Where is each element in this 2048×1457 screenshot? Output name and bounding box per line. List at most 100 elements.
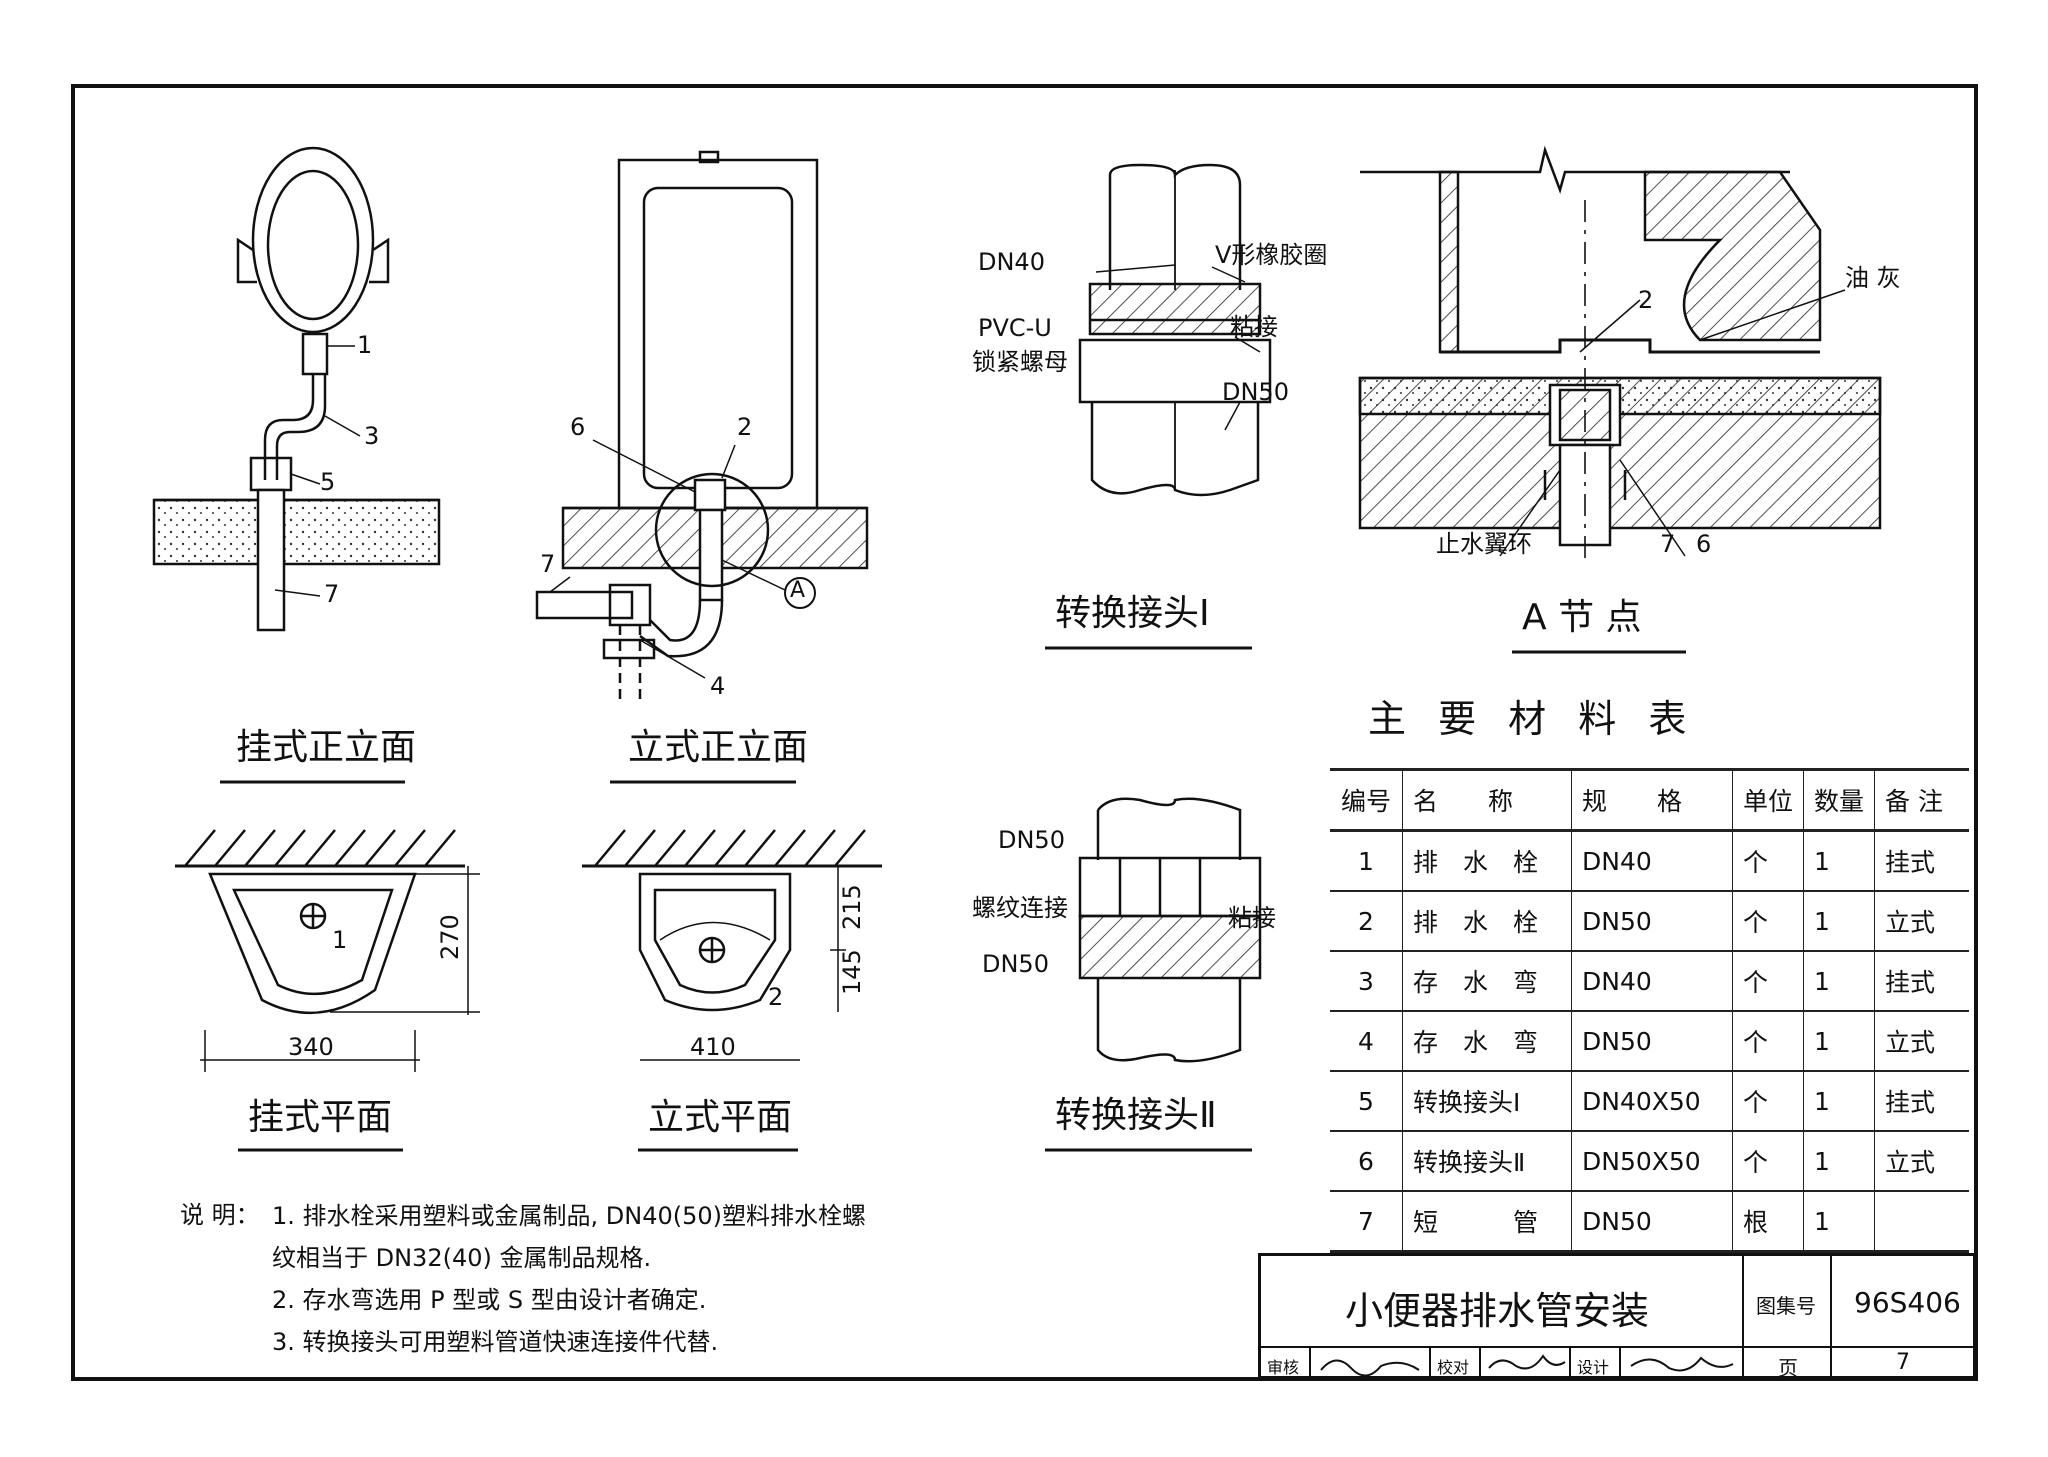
- cell-name: 转换接头Ⅰ: [1402, 1071, 1572, 1132]
- adapter1-v-ring: V形橡胶圈: [1215, 241, 1328, 269]
- callout-1: 1: [357, 331, 373, 359]
- header-qty: 数量: [1803, 768, 1875, 832]
- cell-remark: [1874, 1191, 1970, 1253]
- table-row: 5 转换接头Ⅰ DN40X50 个 1 挂式: [1330, 1071, 1970, 1132]
- callout-7b: 7: [540, 550, 556, 578]
- drawing-title: 小便器排水管安装: [1345, 1289, 1650, 1333]
- cell-no: 5: [1330, 1071, 1403, 1132]
- cell-spec: DN50X50: [1571, 1131, 1733, 1192]
- callout-6: 6: [570, 413, 586, 441]
- adapter2-dn50-top: DN50: [998, 826, 1065, 854]
- cell-qty: 1: [1803, 1191, 1875, 1253]
- floor-plan-title: 立式平面: [648, 1097, 793, 1138]
- title-cell: 小便器排水管安装: [1261, 1256, 1744, 1348]
- drawing-frame: [71, 84, 1978, 1381]
- dim-340: 340: [288, 1033, 334, 1061]
- cell-no: 7: [1330, 1191, 1403, 1253]
- cell-name: 转换接头Ⅱ: [1402, 1131, 1572, 1192]
- cell-spec: DN40: [1571, 951, 1733, 1012]
- cell-unit: 个: [1731, 830, 1804, 892]
- table-row: 6 转换接头Ⅱ DN50X50 个 1 立式: [1330, 1131, 1970, 1192]
- table-row: 4 存 水 弯 DN50 个 1 立式: [1330, 1011, 1970, 1072]
- cell-remark: 挂式: [1874, 830, 1970, 892]
- cell-name: 排 水 栓: [1402, 891, 1572, 952]
- header-no: 编号: [1330, 768, 1403, 832]
- table-row: 2 排 水 栓 DN50 个 1 立式: [1330, 891, 1970, 952]
- cell-name: 短 管: [1402, 1191, 1572, 1253]
- note-item: 2. 存水弯选用 P 型或 S 型由设计者确定.: [272, 1286, 707, 1314]
- floor-elevation-title: 立式正立面: [628, 727, 809, 768]
- cell-remark: 立式: [1874, 1131, 1970, 1192]
- node-a-drawing: [1358, 145, 1882, 560]
- adapter1-dn50: DN50: [1222, 378, 1289, 406]
- node-a-putty: 油 灰: [1845, 264, 1901, 292]
- cell-spec: DN40: [1571, 830, 1733, 892]
- adapter2-dn50-bottom: DN50: [982, 950, 1049, 978]
- atlas-no-cell: 96S406: [1832, 1256, 1973, 1348]
- design-cell: 设计: [1571, 1348, 1621, 1379]
- adapter1-lock-nut: 锁紧螺母: [972, 348, 1068, 376]
- header-spec: 规 格: [1571, 768, 1733, 832]
- adapter2-thread: 螺纹连接: [972, 894, 1068, 922]
- callout-a: A: [790, 578, 806, 603]
- cell-qty: 1: [1803, 830, 1875, 892]
- check-signature: [1481, 1348, 1571, 1379]
- title-underlines: [220, 646, 1686, 1152]
- wall-urinal-plan: [175, 829, 480, 1072]
- cell-qty: 1: [1803, 1131, 1875, 1192]
- floor-urinal-plan: [582, 829, 882, 1061]
- notes-label: 说 明：: [180, 1201, 260, 1229]
- adapter-1-title: 转换接头Ⅰ: [1055, 593, 1210, 634]
- note-item: 纹相当于 DN32(40) 金属制品规格.: [272, 1244, 652, 1272]
- cell-unit: 个: [1731, 891, 1804, 952]
- note-item: 3. 转换接头可用塑料管道快速连接件代替.: [272, 1328, 719, 1356]
- cell-spec: DN50: [1571, 1191, 1733, 1253]
- wall-elevation-title: 挂式正立面: [236, 727, 417, 768]
- dim-270: 270: [436, 914, 464, 960]
- leader-lines: [274, 264, 1846, 679]
- material-table-header: 编号 名 称 规 格 单位 数量 备 注: [1330, 768, 1970, 832]
- review-cell: 审核: [1261, 1348, 1311, 1379]
- node-a-callout-2: 2: [1638, 286, 1654, 314]
- cell-name: 存 水 弯: [1402, 1011, 1572, 1072]
- dim-215: 215: [838, 884, 866, 930]
- adapter-1-drawing: [1078, 163, 1272, 497]
- node-a-callout-7: 7: [1660, 530, 1676, 558]
- atlas-label-cell: 图集号: [1744, 1256, 1832, 1348]
- table-row: 1 排 水 栓 DN40 个 1 挂式: [1330, 830, 1970, 892]
- atlas-label: 图集号: [1756, 1294, 1816, 1318]
- cell-spec: DN40X50: [1571, 1071, 1733, 1132]
- review-signature: [1311, 1348, 1431, 1379]
- node-a-title: A 节 点: [1522, 597, 1642, 638]
- cell-qty: 1: [1803, 1011, 1875, 1072]
- cell-qty: 1: [1803, 891, 1875, 952]
- cell-no: 2: [1330, 891, 1403, 952]
- header-unit: 单位: [1731, 768, 1804, 832]
- adapter-2-title: 转换接头Ⅱ: [1055, 1095, 1217, 1136]
- note-item: 1. 排水栓采用塑料或金属制品, DN40(50)塑料排水栓螺: [272, 1202, 867, 1230]
- adapter-2-drawing: [1078, 797, 1262, 1063]
- cell-name: 存 水 弯: [1402, 951, 1572, 1012]
- wall-urinal-elevation: [152, 146, 441, 632]
- cell-no: 4: [1330, 1011, 1403, 1072]
- cell-spec: DN50: [1571, 891, 1733, 952]
- page-label-cell: 页: [1744, 1348, 1832, 1380]
- design-signature-mark: [1630, 1356, 1734, 1372]
- title-block: 小便器排水管安装 图集号 96S406 审核 校对 设计 页 7: [1258, 1253, 1976, 1380]
- check-signature-mark: [1488, 1354, 1566, 1370]
- table-row: 3 存 水 弯 DN40 个 1 挂式: [1330, 951, 1970, 1012]
- atlas-number: 96S406: [1854, 1286, 1961, 1319]
- cell-remark: 立式: [1874, 891, 1970, 952]
- cell-unit: 个: [1731, 951, 1804, 1012]
- check-cell: 校对: [1431, 1348, 1481, 1379]
- cell-unit: 个: [1731, 1131, 1804, 1192]
- cell-name: 排 水 栓: [1402, 830, 1572, 892]
- material-table-caption: 主 要 材 料 表: [1368, 697, 1697, 741]
- callout-a-circle: [784, 577, 816, 609]
- table-row: 7 短 管 DN50 根 1: [1330, 1191, 1970, 1253]
- check-label: 校对: [1437, 1358, 1470, 1377]
- adapter1-pvc: PVC-U: [978, 314, 1052, 342]
- notes-list: 1. 排水栓采用塑料或金属制品, DN40(50)塑料排水栓螺 纹相当于 DN3…: [272, 1195, 866, 1363]
- cell-unit: 个: [1731, 1011, 1804, 1072]
